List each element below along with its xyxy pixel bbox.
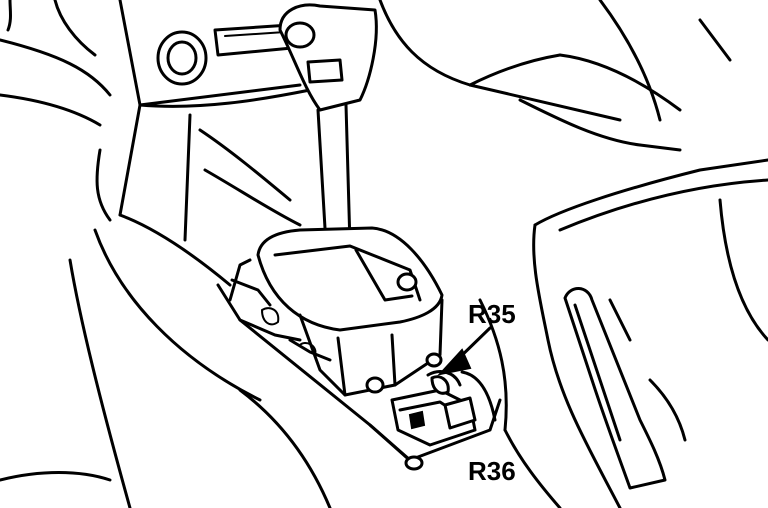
seat-cushion — [532, 158, 768, 508]
lower-panel — [0, 258, 562, 508]
console-support — [93, 103, 302, 402]
r35-arrow — [437, 326, 492, 376]
shifter-housing — [256, 226, 444, 397]
shift-lever — [278, 3, 378, 247]
label-r35: R35 — [468, 299, 516, 329]
label-r36: R36 — [468, 456, 516, 486]
handbrake-lever — [563, 287, 687, 490]
bottom-switch-assembly — [368, 370, 502, 471]
vent-knob — [156, 23, 294, 86]
